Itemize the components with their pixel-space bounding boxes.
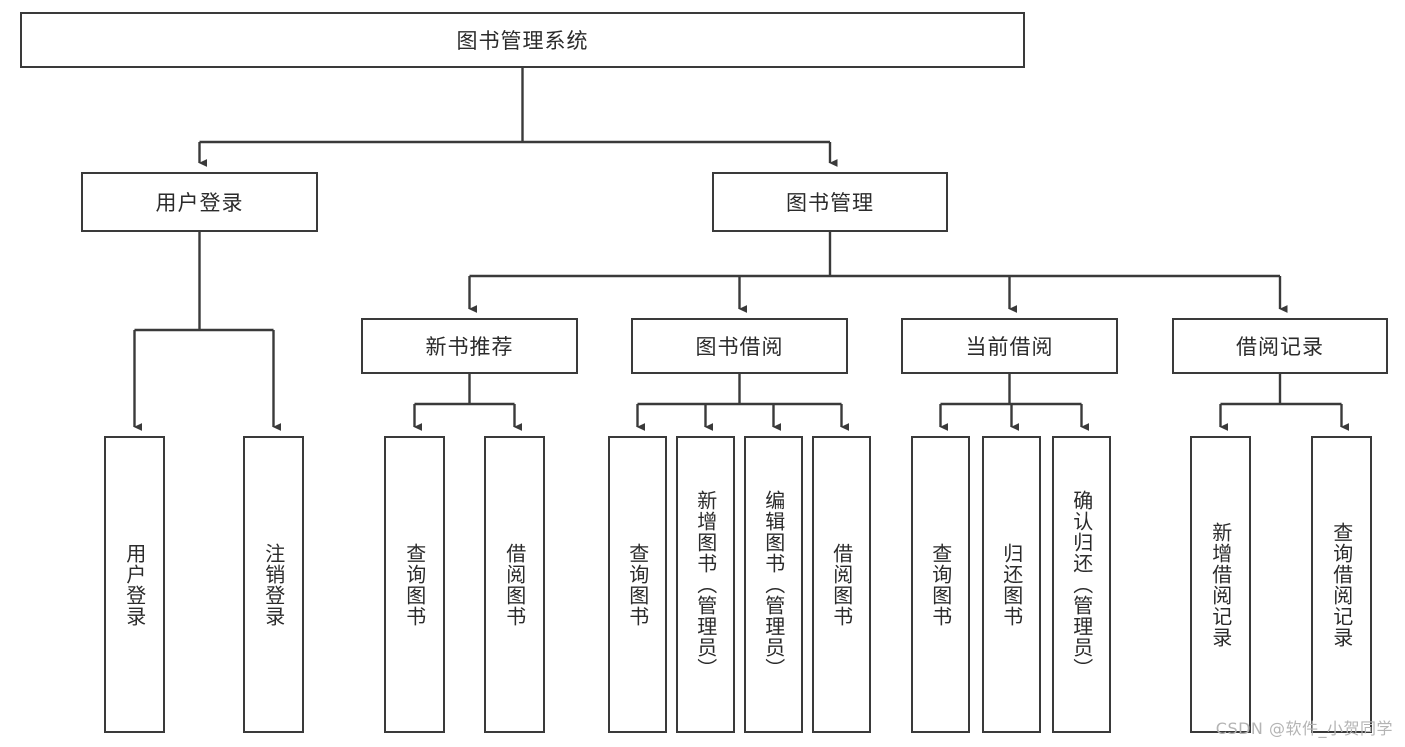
node-label: 归还图书 [999, 542, 1024, 627]
edge-trunk-l1-user-login [134, 232, 274, 332]
node-leaf-cb-confirm[interactable]: 确认归还（管理员） [1052, 436, 1111, 733]
node-leaf-nbr-borrow[interactable]: 借阅图书 [484, 436, 545, 733]
node-label: 查询图书 [928, 542, 953, 627]
node-l2-current-borrow[interactable]: 当前借阅 [901, 318, 1118, 374]
node-label: 借阅记录 [1236, 335, 1324, 359]
node-l1-book-manage[interactable]: 图书管理 [712, 172, 948, 232]
node-leaf-bb-borrow[interactable]: 借阅图书 [812, 436, 871, 733]
edge-trunk-l2-current-borrow [940, 374, 1082, 406]
node-leaf-bb-edit[interactable]: 编辑图书（管理员） [744, 436, 803, 733]
node-l2-new-book-rec[interactable]: 新书推荐 [361, 318, 578, 374]
node-leaf-nbr-query[interactable]: 查询图书 [384, 436, 445, 733]
node-leaf-bb-add[interactable]: 新增图书（管理员） [676, 436, 735, 733]
node-label: 注销登录 [261, 542, 286, 627]
node-label: 新增图书（管理员） [693, 490, 718, 679]
node-label: 编辑图书（管理员） [761, 490, 786, 679]
edge-trunk-l1-book-manage [469, 232, 1280, 278]
csdn-watermark: CSDN @软件_小贺同学 [1215, 719, 1393, 738]
node-leaf-br-query[interactable]: 查询借阅记录 [1311, 436, 1372, 733]
node-label: 确认归还（管理员） [1069, 490, 1094, 679]
node-l1-user-login[interactable]: 用户登录 [81, 172, 318, 232]
node-label: 图书管理系统 [456, 29, 589, 53]
node-label: 用户登录 [122, 542, 147, 627]
node-label: 新书推荐 [425, 335, 514, 359]
edge-trunk-root [199, 68, 830, 144]
node-label: 查询图书 [402, 542, 427, 627]
edge-trunk-l2-new-book-rec [414, 374, 515, 406]
node-label: 新增借阅记录 [1208, 521, 1233, 648]
node-leaf-logout[interactable]: 注销登录 [243, 436, 304, 733]
node-leaf-cb-query[interactable]: 查询图书 [911, 436, 970, 733]
edge-trunk-l2-book-borrow [637, 374, 842, 406]
node-label: 查询借阅记录 [1329, 521, 1354, 648]
node-leaf-cb-return[interactable]: 归还图书 [982, 436, 1041, 733]
node-label: 借阅图书 [829, 542, 854, 627]
node-leaf-bb-query[interactable]: 查询图书 [608, 436, 667, 733]
node-label: 借阅图书 [502, 542, 527, 627]
edge-trunk-l2-borrow-record [1220, 374, 1342, 406]
node-label: 用户登录 [155, 191, 244, 215]
node-label: 图书管理 [786, 191, 874, 215]
node-leaf-user-login[interactable]: 用户登录 [104, 436, 165, 733]
node-root[interactable]: 图书管理系统 [20, 12, 1025, 68]
node-l2-book-borrow[interactable]: 图书借阅 [631, 318, 848, 374]
node-leaf-br-add[interactable]: 新增借阅记录 [1190, 436, 1251, 733]
node-label: 查询图书 [625, 542, 650, 627]
node-label: 图书借阅 [695, 335, 784, 359]
node-label: 当前借阅 [965, 335, 1054, 359]
node-l2-borrow-record[interactable]: 借阅记录 [1172, 318, 1388, 374]
